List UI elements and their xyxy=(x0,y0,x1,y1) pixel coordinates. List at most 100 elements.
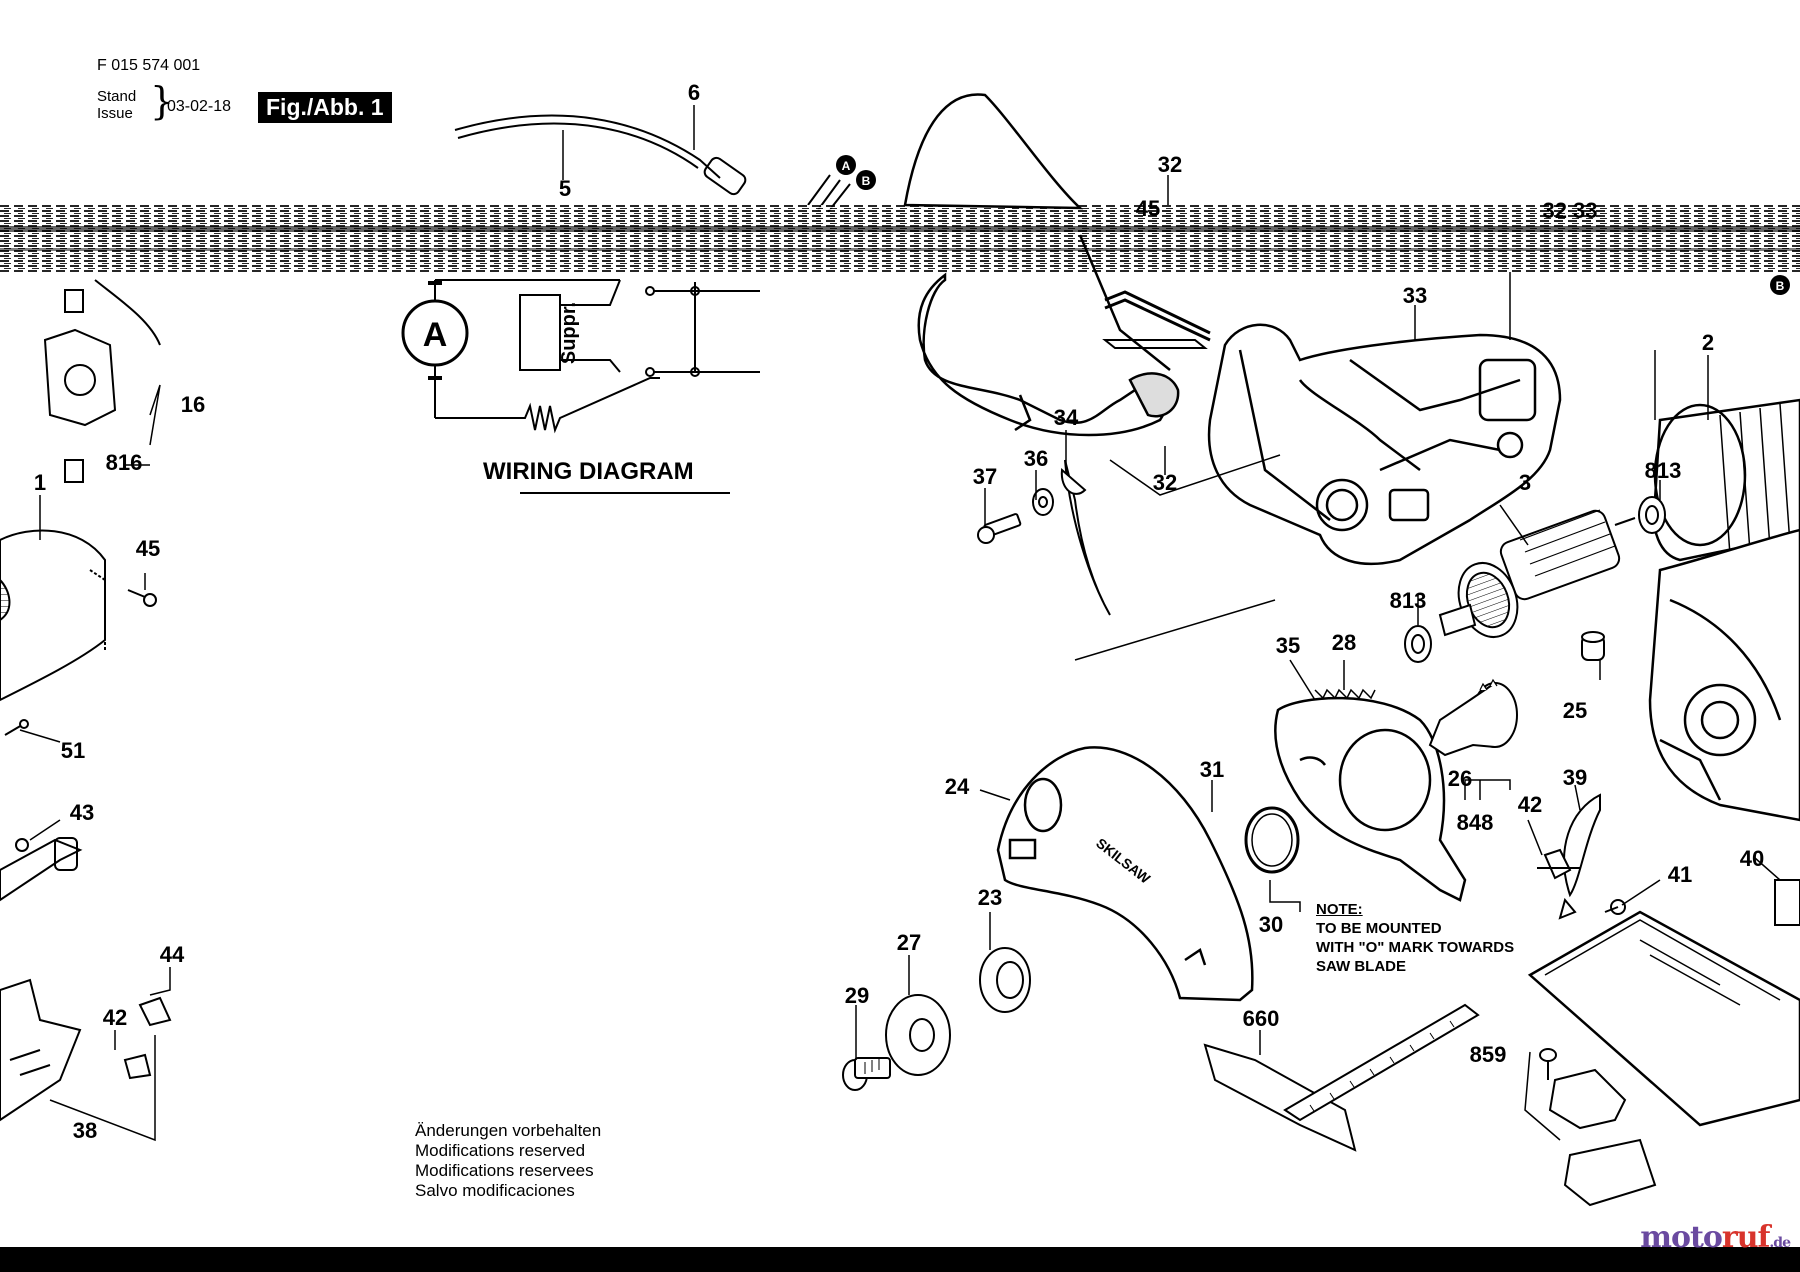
part-label: 32 xyxy=(1153,470,1177,495)
wiring-diagram-title: WIRING DIAGRAM xyxy=(483,458,694,485)
note-title: NOTE: xyxy=(1316,901,1363,918)
part-label: 27 xyxy=(897,930,921,955)
part-label: 23 xyxy=(978,885,1002,910)
part-label: 2 xyxy=(1702,330,1714,355)
part-label: 42 xyxy=(103,1005,127,1030)
part-labels: 6 5 32 45 32 33 33 16 816 1 45 51 43 44 … xyxy=(34,80,1764,1143)
issue-date: 03-02-18 xyxy=(167,98,232,115)
spindle-gear xyxy=(1428,678,1518,757)
callout-a xyxy=(836,155,856,175)
bearing-813-right xyxy=(1638,496,1666,534)
part-label: 44 xyxy=(160,942,185,967)
part-label: 38 xyxy=(73,1118,97,1143)
part-label: 45 xyxy=(136,536,160,561)
part-label: 36 xyxy=(1024,446,1048,471)
part-label: 31 xyxy=(1200,757,1224,782)
depth-bracket-43 xyxy=(0,837,83,902)
modifications-fr: Modifications reservees xyxy=(415,1161,594,1180)
part-label: 16 xyxy=(181,392,205,417)
watermark-prefix: moto xyxy=(1640,1220,1723,1255)
armature xyxy=(1438,509,1636,638)
gear-housing xyxy=(1648,528,1800,822)
housing-1 xyxy=(0,529,106,702)
screw-45-left xyxy=(127,589,157,607)
note-line: SAW BLADE xyxy=(1316,958,1406,975)
part-label: 28 xyxy=(1332,630,1356,655)
callout-b xyxy=(856,170,876,190)
part-label: 848 xyxy=(1457,810,1494,835)
o-ring-30 xyxy=(1244,806,1300,874)
mounting-note: NOTE: TO BE MOUNTED WITH "O" MARK TOWARD… xyxy=(1316,900,1514,976)
note-line: WITH "O" MARK TOWARDS xyxy=(1316,939,1515,956)
bracket-40 xyxy=(1774,879,1800,926)
part-label: 1 xyxy=(34,470,46,495)
scan-noise-band xyxy=(0,205,1800,273)
figure-label: Fig./Abb. 1 xyxy=(258,92,392,123)
part-label: 6 xyxy=(688,80,700,105)
clamp-859 xyxy=(1539,1048,1657,1207)
modifications-de: Änderungen vorbehalten xyxy=(415,1121,602,1140)
bottom-black-bar xyxy=(0,1247,1800,1272)
base-plate xyxy=(1527,910,1800,1127)
part-label: 859 xyxy=(1470,1042,1507,1067)
bearing-813-left xyxy=(1404,625,1432,663)
wiring-diagram xyxy=(401,279,760,434)
part-label: 29 xyxy=(845,983,869,1008)
spring-28 xyxy=(1314,688,1376,700)
part-label: 26 xyxy=(1448,766,1472,791)
screw-51 xyxy=(4,719,29,736)
note-line: TO BE MOUNTED xyxy=(1316,920,1442,937)
screw-41 xyxy=(1604,899,1626,915)
base-left-38 xyxy=(0,978,82,1122)
rip-fence-660 xyxy=(1203,1003,1480,1152)
part-label: 39 xyxy=(1563,765,1587,790)
hex-key xyxy=(1104,290,1211,342)
callout-a-label: A xyxy=(842,159,851,173)
watermark-suffix: .de xyxy=(1769,1235,1791,1251)
suppressor-box xyxy=(519,294,561,371)
part-label: 45 xyxy=(1136,196,1160,221)
wing-knob-42 xyxy=(1537,848,1580,880)
trigger-switch xyxy=(1102,339,1208,349)
brush-holder xyxy=(43,279,161,483)
watermark-accent: ruf xyxy=(1721,1220,1771,1255)
part-label: 41 xyxy=(1668,862,1692,887)
modifications-es: Salvo modificaciones xyxy=(415,1181,575,1200)
bushing-25 xyxy=(1581,631,1605,661)
part-label: 30 xyxy=(1259,912,1283,937)
part-label: 24 xyxy=(945,774,970,799)
part-label: 3 xyxy=(1519,470,1531,495)
part-label: 35 xyxy=(1276,633,1300,658)
lower-blade-guard xyxy=(1274,696,1467,902)
part-label: 5 xyxy=(559,176,571,201)
part-label: 40 xyxy=(1740,846,1764,871)
wiring-title-underline xyxy=(520,492,730,494)
part-label: 42 xyxy=(1518,792,1542,817)
part-label: 816 xyxy=(106,450,143,475)
callout-b-right-label: B xyxy=(1776,279,1785,293)
part-label: 51 xyxy=(61,738,85,763)
guard-lever-34 xyxy=(1060,459,1111,616)
screw-37 xyxy=(977,513,1022,544)
callout-b-right xyxy=(1770,275,1790,295)
blade-shield-39 xyxy=(1558,793,1601,920)
bolt-29 xyxy=(842,1057,891,1091)
power-cord xyxy=(454,114,747,196)
document-number: F 015 574 001 xyxy=(97,57,201,74)
callout-b-label: B xyxy=(862,174,871,188)
part-label: 37 xyxy=(973,464,997,489)
brace-glyph: } xyxy=(150,79,175,123)
leader-lines xyxy=(19,105,1781,1142)
modifications-en: Modifications reserved xyxy=(415,1141,586,1160)
upper-blade-guard xyxy=(996,746,1254,1002)
part-label: 32 xyxy=(1158,152,1182,177)
issue-label: Issue xyxy=(97,105,133,122)
part-label: 660 xyxy=(1243,1006,1280,1031)
washer-27 xyxy=(885,994,951,1076)
motor-housing xyxy=(1207,323,1562,565)
handle-housing xyxy=(903,93,1180,437)
watermark-logo[interactable]: motoruf.de xyxy=(1640,1220,1791,1255)
suppressor-label: Suppr. xyxy=(558,302,580,364)
part-label: 34 xyxy=(1054,405,1079,430)
part-label: 813 xyxy=(1390,588,1427,613)
